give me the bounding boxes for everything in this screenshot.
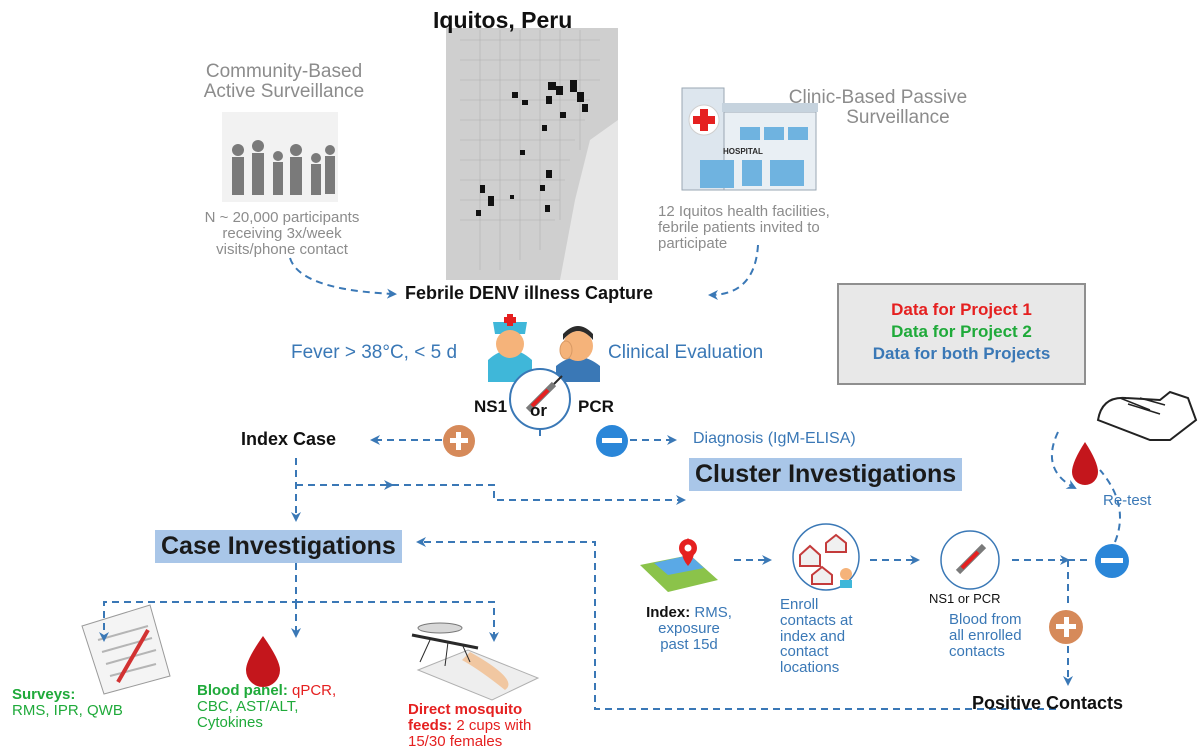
blood-line2: all enrolled [949, 626, 1022, 644]
case-investigations-header: Case Investigations [155, 530, 402, 563]
mosquito-feed-output: Direct mosquito feeds: 2 cups with 15/30… [408, 702, 531, 749]
blood-drop-retest-icon [1072, 442, 1098, 485]
mosquito-feed-icon [411, 622, 540, 701]
surveys-output: Surveys: RMS, IPR, QWB [12, 687, 123, 719]
index-case-label: Index Case [241, 429, 337, 449]
contact-test-syringe-icon [940, 530, 1000, 590]
arrow-case-branch [99, 563, 297, 642]
blood-line3: contacts [949, 642, 1005, 660]
patient-figure [556, 326, 600, 382]
clinic-desc-line2: febrile patients invited to [658, 218, 820, 236]
legend-project2: Data for Project 2 [891, 322, 1032, 342]
arrow-contacts-to-case [416, 537, 1056, 710]
cluster-investigations-header: Cluster Investigations [689, 458, 963, 491]
or-label: or [530, 401, 547, 420]
index-line3: past 15d [660, 635, 718, 653]
cluster-test-label: NS1 or PCR [929, 591, 1001, 606]
capture-title: Febrile DENV illness Capture [405, 283, 654, 303]
enroll-line3: index and [780, 627, 846, 645]
community-title: Community-Based Active Surveillance [184, 62, 384, 102]
arrow-case-to-mosquito [296, 601, 499, 642]
blood-line1: Blood from [949, 611, 1022, 628]
doctor-figure [488, 314, 532, 382]
community-description: N ~ 20,000 participants receiving 3x/wee… [167, 210, 397, 257]
arrow-retest-return [1050, 431, 1077, 489]
clinic-title: Clinic-Based Passive Surveillance [768, 88, 988, 128]
hospital-building-illustration [681, 87, 818, 191]
legend-both: Data for both Projects [872, 344, 1051, 364]
iquitos-map [446, 28, 618, 280]
surveys-bold: Surveys: [12, 686, 76, 703]
index-bold: Index: [646, 604, 691, 621]
surveys-line2: RMS, IPR, QWB [12, 701, 123, 719]
contact-houses-icon [792, 523, 860, 591]
arrow-to-cluster [392, 484, 686, 505]
community-title-line1: Community-Based [205, 61, 363, 82]
positive-contacts-label: Positive Contacts [972, 693, 1124, 713]
arrow-retest-loop [1099, 469, 1121, 543]
diagnosis-label: Diagnosis (IgM-ELISA) [693, 430, 856, 447]
project-legend: Data for Project 1 Data for Project 2 Da… [837, 283, 1086, 385]
blood-panel-output: Blood panel: qPCR, CBC, AST/ALT, Cytokin… [197, 683, 336, 730]
clinic-title-line1: Clinic-Based Passive [788, 87, 968, 108]
clinic-title-line2: Surveillance [846, 106, 950, 128]
finger-prick-hand-icon [1096, 390, 1198, 441]
mosq-bold2: feeds: [408, 716, 453, 734]
enroll-line5: locations [780, 659, 840, 676]
clinic-desc-line3: participate [658, 234, 728, 252]
contact-positive-icon [1049, 610, 1083, 644]
mosq-line3: 15/30 females [408, 732, 503, 750]
mosq-rest: 2 cups with [456, 716, 532, 734]
map-title: Iquitos, Peru [433, 7, 573, 33]
index-rest: RMS, [694, 604, 732, 621]
blood-panel-bold: Blood panel: [197, 682, 288, 699]
community-desc-line3: visits/phone contact [216, 240, 348, 258]
flow-arrows [99, 244, 1121, 710]
blood-panel-qpcr: qPCR, [292, 682, 337, 699]
clinical-evaluation: Clinical Evaluation [608, 342, 764, 363]
arrow-community-to-capture [289, 257, 397, 299]
cluster-index-step: Index: RMS, exposure past 15d [634, 605, 744, 652]
survey-clipboard-icon [81, 604, 171, 695]
hospital-sign-text: HOSPITAL [723, 147, 763, 156]
negative-result-icon [596, 425, 628, 457]
community-desc-line2: receiving 3x/week [222, 224, 342, 242]
community-desc-line1: N ~ 20,000 participants [204, 209, 360, 226]
retest-negative-icon [1095, 544, 1129, 578]
legend-project1: Data for Project 1 [891, 300, 1032, 319]
pcr-label: PCR [578, 397, 614, 416]
blood-panel-line2: CBC, AST/ALT, [197, 697, 299, 715]
enroll-line4: contact [780, 643, 829, 661]
index-line2: exposure [658, 619, 720, 637]
enroll-line1: Enroll [780, 596, 819, 613]
mosq-bold1: Direct mosquito [408, 701, 523, 718]
clinic-description: 12 Iquitos health facilities, febrile pa… [658, 204, 830, 251]
positive-result-icon [443, 425, 475, 457]
clinic-desc-line1: 12 Iquitos health facilities, [658, 203, 830, 220]
test-syringe-circle [509, 368, 571, 430]
community-title-line2: Active Surveillance [203, 80, 365, 102]
blood-drop-icon [246, 636, 280, 687]
community-people-illustration [222, 112, 338, 202]
enroll-line2: contacts at [780, 611, 853, 629]
arrow-clinic-to-capture [708, 244, 759, 300]
ns1-label: NS1 [474, 397, 508, 416]
cluster-enroll-step: Enroll contacts at index and contact loc… [780, 597, 853, 676]
retest-label: Re-test [1103, 492, 1152, 509]
cluster-blood-step: Blood from all enrolled contacts [949, 612, 1022, 659]
fever-criteria: Fever > 38°C, < 5 d [291, 342, 458, 363]
blood-panel-line3: Cytokines [197, 713, 263, 731]
map-pin-icon [640, 538, 718, 592]
